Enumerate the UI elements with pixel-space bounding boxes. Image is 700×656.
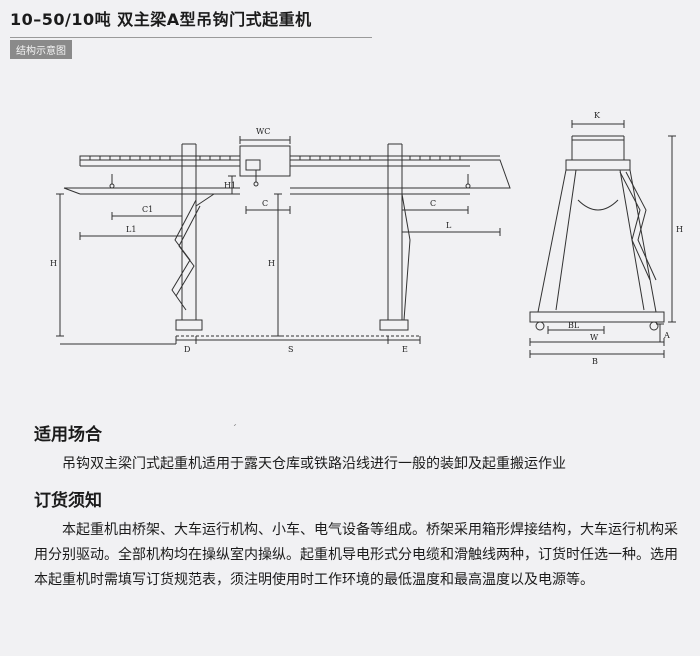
crane-drawing-svg: WC C1 L1 C H1 H H C L D S E K H BL W B A [50, 111, 683, 366]
label-s: S [288, 345, 293, 354]
title-divider [10, 37, 372, 38]
label-h-left: H [50, 259, 57, 268]
girder-top-left [79, 159, 240, 167]
crane-structure-diagram: WC C1 L1 C H1 H H C L D S E K H BL W B A [0, 60, 700, 390]
girder-bottom-left [80, 187, 240, 195]
side-legs [537, 169, 657, 313]
label-a: A [663, 331, 670, 340]
scan-mark: ˊ [232, 424, 237, 435]
label-d: D [184, 345, 190, 354]
label-b: B [592, 357, 598, 366]
label-e: E [402, 345, 408, 354]
leg-left [181, 143, 197, 320]
section-tag: 结构示意图 [10, 40, 72, 59]
girder-right [290, 159, 470, 195]
label-c-right: C [430, 199, 436, 208]
label-wc: WC [256, 127, 270, 136]
order-heading: 订货须知 [34, 491, 102, 511]
usage-text: 吊钩双主梁门式起重机适用于露天仓库或铁路沿线进行一般的装卸及起重搬运作业 [62, 456, 566, 472]
trolley [239, 145, 291, 177]
label-h-mid: H [268, 259, 275, 268]
side-top-frame [571, 135, 625, 160]
label-h1: H1 [224, 181, 236, 190]
label-l1: L1 [126, 225, 136, 234]
label-bl: BL [568, 321, 580, 330]
label-w: W [590, 333, 599, 342]
page-title: 10–50/10吨 双主梁A型吊钩门式起重机 [10, 10, 312, 29]
leg-right [387, 143, 403, 320]
order-text: 本起重机由桥架、大车运行机构、小车、电气设备等组成。桥架采用箱形焊接结构，大车运… [34, 522, 678, 588]
label-c1: C1 [142, 205, 153, 214]
usage-heading: 适用场合 [34, 425, 102, 445]
label-c: C [262, 199, 268, 208]
label-k: K [594, 111, 601, 120]
label-h-side: H [676, 225, 683, 234]
label-l-right: L [446, 221, 452, 230]
